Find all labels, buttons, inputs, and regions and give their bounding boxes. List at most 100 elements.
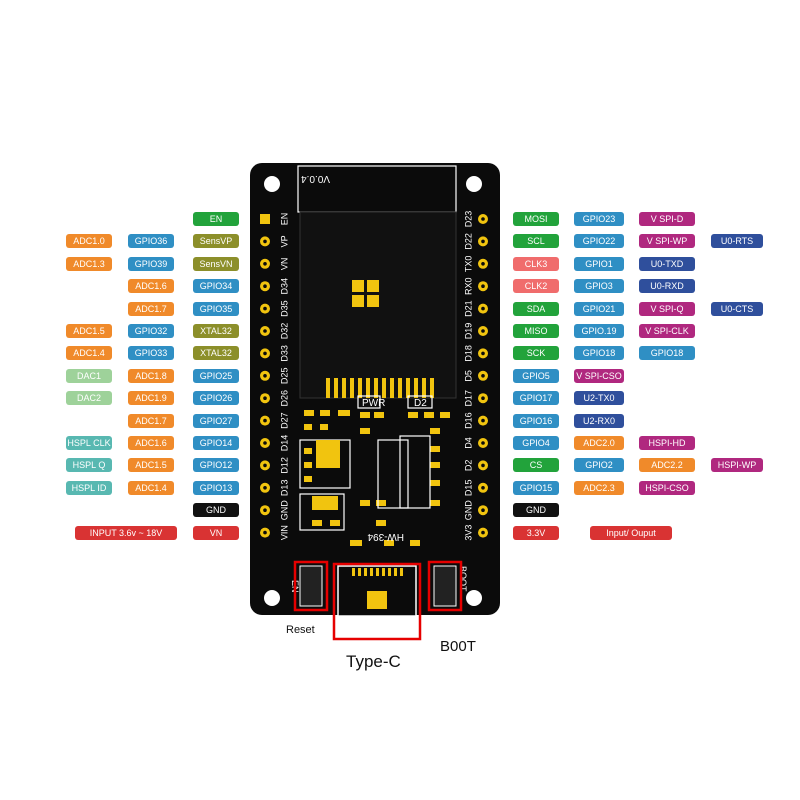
pin-function-label: GPIO15 bbox=[513, 480, 559, 495]
pin-function-label: GPIO35 bbox=[193, 301, 239, 316]
pin-function-label: 3.3V bbox=[513, 525, 559, 540]
right-pin-pad-hole bbox=[481, 396, 485, 401]
pin-function-label: GPIO13 bbox=[193, 480, 239, 495]
mounting-hole-top-right bbox=[466, 176, 482, 192]
right-pin-pad-hole bbox=[481, 351, 485, 356]
left-pin-silk-label: GND bbox=[279, 500, 289, 521]
pin-function-label: V SPI-Q bbox=[639, 301, 695, 316]
usb-c-pins bbox=[352, 568, 403, 576]
left-pin-pad-hole bbox=[263, 441, 267, 445]
left-pin-pad-hole bbox=[263, 374, 267, 378]
d2-led-label: D2 bbox=[414, 398, 427, 409]
right-pin-silk-label: D4 bbox=[463, 437, 473, 449]
right-pin-silk-label: RX0 bbox=[463, 277, 473, 295]
pin-function-label: MISO bbox=[513, 324, 559, 338]
left-pin-silk-label: D25 bbox=[279, 368, 289, 385]
pin-function-label: U0-RTS bbox=[711, 234, 763, 249]
voltage-regulator bbox=[312, 440, 340, 510]
pin-function-label: Input/ Ouput bbox=[590, 525, 672, 540]
left-pin-pad-hole bbox=[263, 351, 267, 356]
right-pin-pad-hole bbox=[481, 508, 485, 512]
left-pin-pad-hole bbox=[263, 329, 267, 333]
pin-function-label: U2-TX0 bbox=[574, 391, 624, 406]
right-pin-silk-label: D23 bbox=[463, 211, 473, 228]
right-pin-pad-hole bbox=[481, 530, 485, 535]
pin-function-label: GPIO3 bbox=[574, 279, 624, 294]
pin-function-label: V SPI-WP bbox=[639, 234, 695, 249]
left-pin-pad-hole bbox=[263, 463, 267, 468]
module-logo bbox=[352, 280, 379, 307]
right-pin-silk-label: D5 bbox=[463, 370, 473, 382]
pin-function-label: GPIO14 bbox=[193, 436, 239, 450]
pwr-led-label: PWR bbox=[362, 398, 385, 409]
pin-function-label: ADC1.3 bbox=[66, 256, 112, 271]
pin-function-label: GPIO25 bbox=[193, 368, 239, 383]
boot-highlight bbox=[427, 560, 463, 612]
left-pin-silk-label: VP bbox=[279, 235, 289, 247]
right-pin-silk-label: D19 bbox=[463, 323, 473, 340]
pin-function-label: ADC1.7 bbox=[128, 301, 174, 316]
right-pin-pad-hole bbox=[481, 284, 485, 289]
pin-function-label: GPIO32 bbox=[128, 324, 174, 338]
pin-function-label: HSPL ID bbox=[66, 480, 112, 495]
boot-button bbox=[433, 565, 457, 607]
pin-function-label: GPIO33 bbox=[128, 346, 174, 361]
pin-function-label: GPIO26 bbox=[193, 391, 239, 406]
pin-function-label: GPIO4 bbox=[513, 436, 559, 450]
right-pin-silk-label: D17 bbox=[463, 390, 473, 407]
left-pin-silk-label: D13 bbox=[279, 480, 289, 497]
pin-function-label: GND bbox=[513, 503, 559, 518]
pin-function-label: CLK2 bbox=[513, 279, 559, 294]
pin-function-label: ADC1.7 bbox=[128, 413, 174, 428]
pin-function-label: MOSI bbox=[513, 212, 559, 226]
right-pin-silk-label: D15 bbox=[463, 480, 473, 497]
pin-function-label: V SPI-CSO bbox=[574, 368, 624, 383]
reset-highlight bbox=[293, 560, 329, 612]
pin-function-label: U0-TXD bbox=[639, 256, 695, 271]
left-pin-pad-hole bbox=[263, 262, 267, 266]
left-pin-silk-label: D33 bbox=[279, 345, 289, 362]
pin-function-label: ADC2.3 bbox=[574, 480, 624, 495]
pin-function-label: INPUT 3.6v ~ 18V bbox=[75, 525, 177, 540]
left-pin-silk-label: D32 bbox=[279, 323, 289, 340]
pin-function-label: GPIO2 bbox=[574, 458, 624, 473]
pin-function-label: GPIO17 bbox=[513, 391, 559, 406]
right-pin-silk-label: D2 bbox=[463, 460, 473, 472]
pin-function-label: ADC1.0 bbox=[66, 234, 112, 249]
pin-silkscreen-labels: ENVPVND34D35D32D33D25D26D27D14D12D13GNDV… bbox=[279, 211, 473, 541]
pin-function-label: GPIO36 bbox=[128, 234, 174, 249]
pin-function-label: V SPI-D bbox=[639, 212, 695, 226]
right-pin-pad-hole bbox=[481, 374, 485, 378]
pin-function-label: GPIO23 bbox=[574, 212, 624, 226]
pin-function-label: ADC1.5 bbox=[66, 324, 112, 338]
left-pin-pad-hole bbox=[263, 396, 267, 401]
pin-function-label: ADC1.5 bbox=[128, 458, 174, 473]
right-pin-pad-hole bbox=[481, 239, 485, 244]
mounting-hole-bottom-left bbox=[264, 590, 280, 606]
pin-function-label: SensVN bbox=[193, 256, 239, 271]
type-c-highlight bbox=[332, 562, 422, 641]
pin-function-label: GPIO34 bbox=[193, 279, 239, 294]
right-pin-pad-hole bbox=[481, 329, 485, 333]
pin-function-label: GPIO18 bbox=[639, 346, 695, 361]
pin-function-label: HSPL Q bbox=[66, 458, 112, 473]
pin-function-label: ADC1.4 bbox=[66, 346, 112, 361]
right-pin-silk-label: D21 bbox=[463, 300, 473, 317]
en-button bbox=[299, 565, 323, 607]
pin-function-label: HSPI-CSO bbox=[639, 480, 695, 495]
left-pin-silk-label: D35 bbox=[279, 300, 289, 317]
left-pin-pad-hole bbox=[263, 508, 267, 512]
pin-function-label: U0-RXD bbox=[639, 279, 695, 294]
right-pin-silk-label: D18 bbox=[463, 345, 473, 362]
module-id-label: HW-394 bbox=[367, 531, 404, 542]
pin-function-label: XTAL32 bbox=[193, 346, 239, 361]
left-pin-silk-label: D27 bbox=[279, 412, 289, 429]
pin-function-label: GPIO.19 bbox=[574, 324, 624, 338]
pin-function-label: GPIO21 bbox=[574, 301, 624, 316]
right-pin-pad-hole bbox=[481, 217, 485, 221]
pin-function-label: GPIO27 bbox=[193, 413, 239, 428]
boot-button-label: BOOT bbox=[458, 566, 468, 592]
pin-function-label: SCK bbox=[513, 346, 559, 361]
pin-function-label: U0-CTS bbox=[711, 301, 763, 316]
right-pin-pad-hole bbox=[481, 463, 485, 468]
